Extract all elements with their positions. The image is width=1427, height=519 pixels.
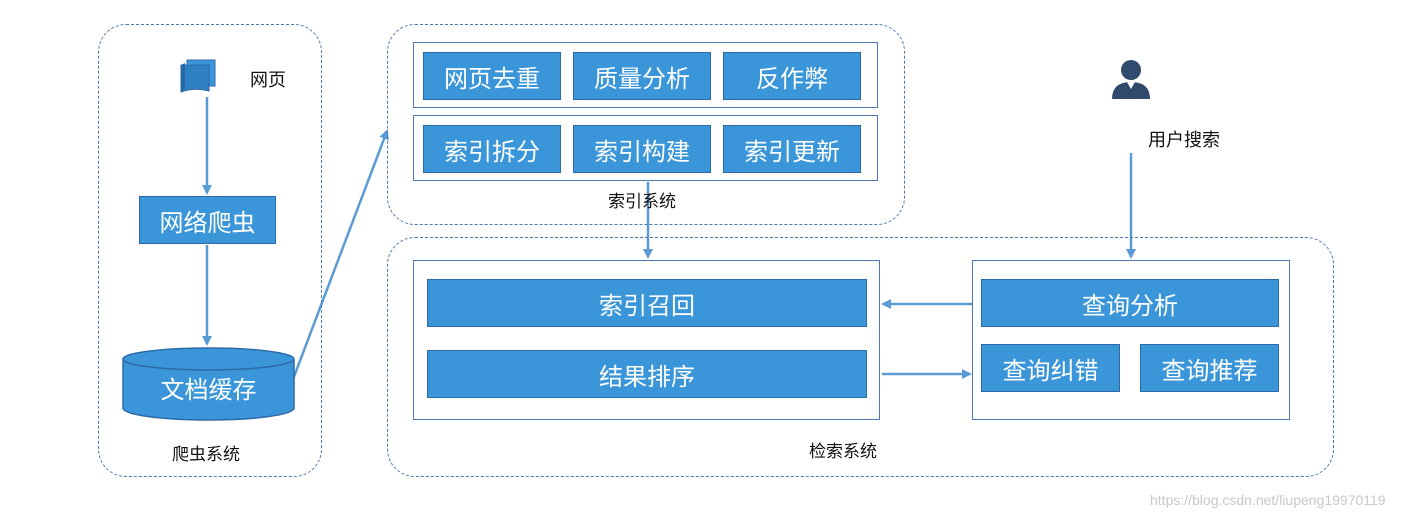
retrieval-system-title: 检索系统 <box>809 442 877 462</box>
query-correction-box: 查询纠错 <box>981 344 1120 392</box>
document-stack-icon <box>177 58 217 100</box>
query-analysis-box: 查询分析 <box>981 279 1279 327</box>
query-recommend-box: 查询推荐 <box>1140 344 1279 392</box>
user-search-label: 用户搜索 <box>1148 130 1220 151</box>
arrow-cache-to-index <box>290 129 389 383</box>
anti-cheat-box: 反作弊 <box>723 52 861 100</box>
crawler-system-title: 爬虫系统 <box>172 445 240 465</box>
index-recall-box: 索引召回 <box>427 279 867 327</box>
index-build-box: 索引构建 <box>573 125 711 173</box>
web-crawler-box: 网络爬虫 <box>139 196 276 244</box>
document-cache-label: 文档缓存 <box>160 376 257 404</box>
crawler-system-group <box>98 24 322 477</box>
document-cache-cylinder <box>121 346 296 426</box>
watermark: https://blog.csdn.net/liupeng19970119 <box>1150 492 1386 508</box>
webpage-label: 网页 <box>250 70 286 91</box>
retrieval-system-group <box>387 237 1334 477</box>
user-icon <box>1110 58 1152 104</box>
index-update-box: 索引更新 <box>723 125 861 173</box>
dedup-box: 网页去重 <box>423 52 561 100</box>
index-system-group <box>387 24 905 225</box>
result-ranking-box: 结果排序 <box>427 350 867 398</box>
quality-analysis-box: 质量分析 <box>573 52 711 100</box>
index-split-box: 索引拆分 <box>423 125 561 173</box>
index-system-title: 索引系统 <box>608 192 676 212</box>
